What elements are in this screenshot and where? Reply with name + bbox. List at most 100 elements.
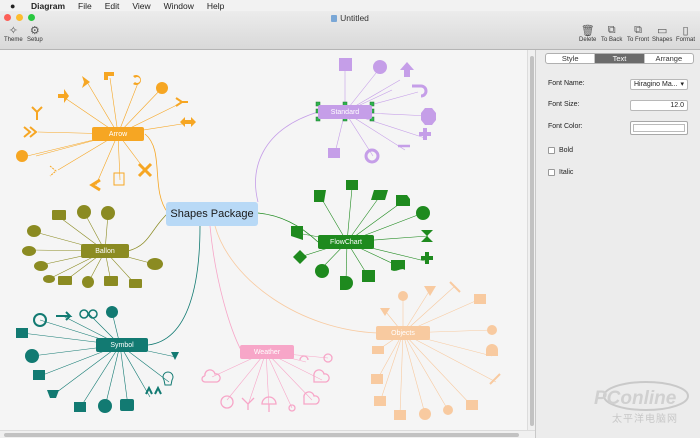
tab-text[interactable]: Text (595, 54, 645, 63)
delete-button[interactable]: 🗑 Delete (579, 25, 597, 43)
to-front-button[interactable]: ⧉ To Front (627, 24, 650, 43)
decision-icon (293, 250, 307, 264)
lightbulb-icon (398, 291, 408, 301)
dashed-arrow-icon (49, 165, 57, 177)
shapes-button[interactable]: ▭ Shapes (652, 25, 673, 43)
diagram-canvas[interactable]: Shapes Package Arrow Ballon Symbol Stand… (0, 50, 527, 430)
connector-ballon (127, 212, 169, 252)
oval-bubble-icon (22, 246, 36, 256)
weather-icons (201, 353, 333, 412)
to-back-button[interactable]: ⧉ To Back (601, 24, 623, 43)
horizontal-scrollbar[interactable] (0, 430, 535, 438)
inspector-tabs: Style Text Arrange (545, 53, 694, 64)
lamp-icon (424, 286, 436, 296)
menu-edit[interactable]: Edit (104, 0, 120, 11)
chevron-down-icon: ▾ (680, 81, 684, 88)
small-bubble-icon (43, 275, 55, 283)
moon-icon (220, 395, 234, 409)
standard-node[interactable]: Standard (318, 105, 372, 119)
glass-icon (380, 308, 390, 316)
rotate-arrow-icon (133, 75, 141, 85)
connector-arrow (144, 133, 169, 214)
circle-shape-icon (373, 60, 387, 74)
horizontal-scroll-thumb[interactable] (4, 433, 519, 437)
document-icon (331, 15, 338, 22)
umbrella-icon (261, 396, 277, 412)
sun-icon (323, 353, 333, 363)
format-button[interactable]: ▯ Format (676, 25, 696, 43)
menu-window[interactable]: Window (163, 0, 194, 11)
gear-icon: ⚙ (29, 25, 40, 37)
italic-checkbox[interactable]: Italic (548, 169, 573, 176)
window-title: Untitled (0, 13, 700, 23)
checkbox-box (548, 147, 555, 154)
cloud-icon (313, 369, 330, 383)
ballon-node[interactable]: Ballon (81, 244, 129, 258)
connector-objects (214, 225, 379, 334)
mug-icon (33, 370, 45, 380)
connector-standard (255, 111, 319, 203)
apple-icon[interactable]: ● (10, 0, 16, 11)
plus-shape-icon (419, 128, 431, 140)
setup-button[interactable]: ⚙ Setup (27, 25, 43, 43)
objects-icons (371, 281, 501, 420)
split-arrow-icon (31, 106, 43, 120)
document-shape-icon (391, 260, 405, 271)
standard-icons (328, 58, 436, 164)
cross-arrow-icon (137, 162, 153, 178)
wheelchair-icon (171, 352, 179, 360)
close-window-button[interactable] (4, 14, 11, 21)
weather-node[interactable]: Weather (240, 345, 294, 359)
symbol-icons (16, 306, 179, 413)
zoom-window-button[interactable] (28, 14, 35, 21)
cylinder-shape-icon (328, 148, 340, 158)
shapes-icon: ▭ (656, 25, 668, 37)
connector-layer (16, 58, 501, 420)
objects-node[interactable]: Objects (376, 326, 430, 340)
font-size-label: Font Size: (548, 101, 580, 108)
wind-icon (241, 397, 255, 410)
vertical-scrollbar[interactable] (527, 50, 535, 430)
cog-icon (487, 325, 497, 335)
recycle-bin-icon (47, 390, 59, 398)
exclaim-bubble-icon (82, 276, 94, 288)
tab-style[interactable]: Style (546, 54, 596, 63)
toolbox-icon (372, 346, 384, 354)
hands-icon (74, 402, 86, 412)
theme-button[interactable]: ✧ Theme (4, 25, 23, 43)
bold-checkbox[interactable]: Bold (548, 147, 573, 154)
snow-cloud-icon (303, 391, 320, 405)
svg-text:PConline: PConline (594, 388, 677, 409)
arrow-icons (16, 72, 196, 192)
arrow-node[interactable]: Arrow (92, 127, 144, 141)
menu-app-name[interactable]: Diagram (31, 0, 66, 11)
square-bubble-icon (104, 276, 118, 286)
question-bubble-icon (101, 206, 115, 220)
font-size-input[interactable]: 12.0 (630, 100, 688, 111)
connector-flowchart (257, 212, 319, 243)
chevron-icon (82, 76, 90, 88)
center-node[interactable]: Shapes Package (166, 202, 258, 226)
menu-help[interactable]: Help (206, 0, 225, 11)
font-name-select[interactable]: Hiragino Ma... ▾ (630, 79, 688, 90)
speech-circle-icon (77, 205, 91, 219)
pencil-icon (489, 373, 501, 385)
menu-view[interactable]: View (132, 0, 151, 11)
minimize-window-button[interactable] (16, 14, 23, 21)
tshirt-icon (474, 294, 486, 304)
octagon-shape-icon (421, 108, 436, 125)
symbol-node[interactable]: Symbol (96, 338, 148, 352)
recycle-icon (25, 349, 39, 363)
vertical-scroll-thumb[interactable] (530, 56, 534, 426)
inspector-panel: Style Text Arrange Font Name: Hiragino M… (535, 50, 700, 438)
font-color-well[interactable] (630, 121, 688, 135)
menu-file[interactable]: File (78, 0, 92, 11)
next-circle-icon (16, 150, 28, 162)
connector-symbol (147, 225, 201, 346)
connector-circle-icon (416, 206, 430, 220)
flowchart-icons (291, 180, 433, 290)
wand-icon: ✧ (8, 25, 18, 37)
tab-arrange[interactable]: Arrange (655, 54, 683, 63)
airplane-icon (56, 311, 73, 321)
flowchart-node[interactable]: FlowChart (318, 235, 374, 249)
